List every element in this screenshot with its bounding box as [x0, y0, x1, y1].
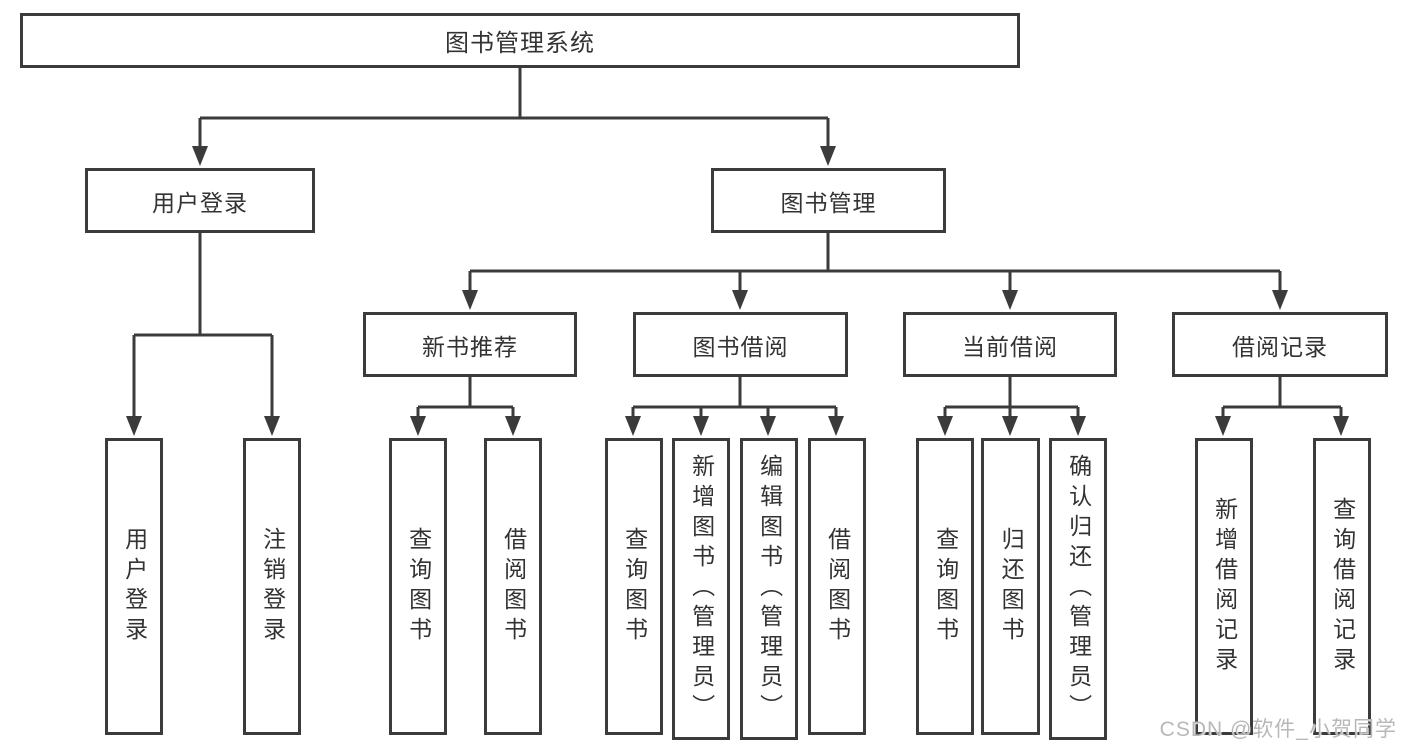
node-label: 图书管理	[780, 189, 877, 216]
node-label: 确认归还（管理员）	[1065, 454, 1092, 724]
node-label: 借阅图书	[500, 526, 527, 647]
node-query-books-current: 查询图书	[916, 438, 974, 735]
node-borrow-books-borrowing: 借阅图书	[808, 438, 866, 735]
node-label: 归还图书	[998, 526, 1025, 647]
node-label: 注销登录	[259, 526, 286, 647]
node-add-borrow-record: 新增借阅记录	[1195, 438, 1253, 735]
node-edit-books-admin: 编辑图书（管理员）	[740, 438, 798, 740]
node-label: 图书管理系统	[445, 30, 595, 57]
node-label: 新增借阅记录	[1211, 496, 1238, 677]
node-user-login: 用户登录	[85, 168, 315, 233]
connector-records	[1221, 377, 1343, 426]
node-label: 新增图书（管理员）	[688, 454, 715, 724]
node-book-management: 图书管理	[711, 168, 946, 233]
node-book-borrowing: 图书借阅	[633, 312, 848, 377]
node-label: 查询图书	[932, 526, 959, 647]
node-query-borrow-record: 查询借阅记录	[1313, 438, 1371, 735]
node-label: 借阅图书	[824, 526, 851, 647]
node-confirm-return-admin: 确认归还（管理员）	[1049, 438, 1107, 740]
connector-user-login	[132, 233, 274, 426]
connector-root	[198, 68, 830, 150]
node-label: 查询图书	[621, 526, 648, 647]
node-label: 查询图书	[405, 526, 432, 647]
node-label: 用户登录	[121, 526, 148, 647]
node-logout: 注销登录	[243, 438, 301, 735]
node-label: 用户登录	[152, 189, 248, 216]
node-new-book-recommendation: 新书推荐	[363, 312, 577, 377]
node-borrowing-records: 借阅记录	[1172, 312, 1388, 377]
node-label: 图书借阅	[692, 333, 789, 360]
node-label: 当前借阅	[962, 333, 1058, 360]
node-return-books: 归还图书	[981, 438, 1040, 735]
node-current-borrowing: 当前借阅	[903, 312, 1117, 377]
watermark: CSDN @软件_小贺同学	[1159, 718, 1397, 741]
connector-new-book	[416, 377, 515, 426]
connector-current	[943, 377, 1080, 426]
node-query-books-recommend: 查询图书	[389, 438, 447, 735]
connector-borrowing	[631, 377, 838, 426]
connector-book-management	[468, 233, 1282, 294]
node-library-system: 图书管理系统	[20, 13, 1020, 68]
node-user-login-action: 用户登录	[105, 438, 163, 735]
node-borrow-books-recommend: 借阅图书	[484, 438, 542, 735]
node-label: 借阅记录	[1232, 333, 1328, 360]
node-label: 编辑图书（管理员）	[756, 454, 783, 724]
node-label: 查询借阅记录	[1329, 496, 1356, 677]
node-query-books-borrowing: 查询图书	[605, 438, 663, 735]
node-label: 新书推荐	[422, 333, 518, 360]
node-add-books-admin: 新增图书（管理员）	[672, 438, 730, 740]
